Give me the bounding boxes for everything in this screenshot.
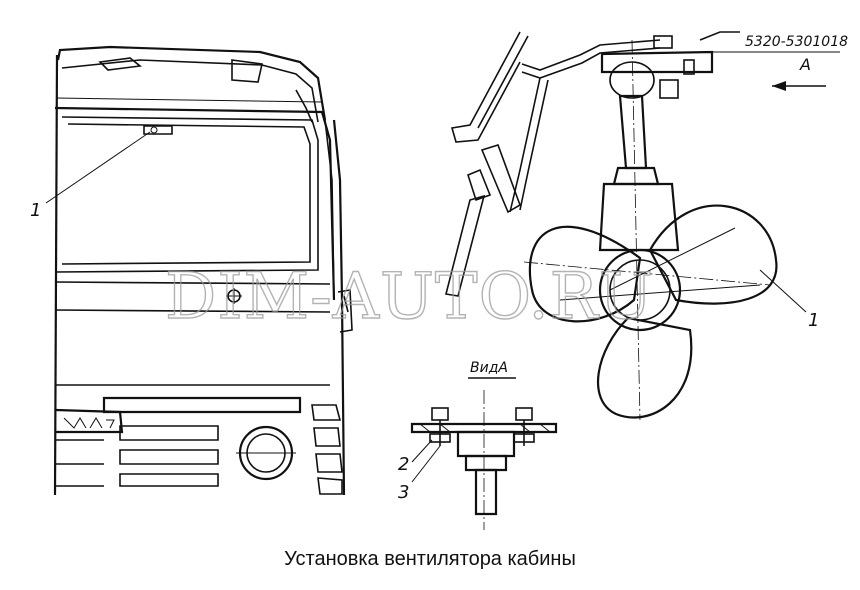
view-a-label: ВидА: [470, 360, 508, 376]
callout-3: 3: [398, 482, 409, 503]
part-number: 5320-5301018: [745, 34, 848, 50]
leader-line-left: [45, 131, 151, 204]
callout-2: 2: [398, 454, 409, 475]
leader-line-3: [411, 445, 441, 483]
watermark: DIM-AUTO.RU: [165, 260, 654, 334]
leader-line-right: [759, 269, 807, 313]
view-arrow-label: А: [799, 55, 811, 74]
callout-1-left: 1: [30, 200, 41, 221]
view-arrow-icon: [772, 81, 826, 91]
diagram-caption: Установка вентилятора кабины: [284, 548, 576, 570]
fan-assembly: [445, 31, 778, 421]
leader-line-2: [411, 439, 433, 463]
callout-1-right: 1: [808, 310, 819, 331]
cab-front-view: [53, 45, 353, 496]
view-a-detail: [410, 390, 558, 530]
